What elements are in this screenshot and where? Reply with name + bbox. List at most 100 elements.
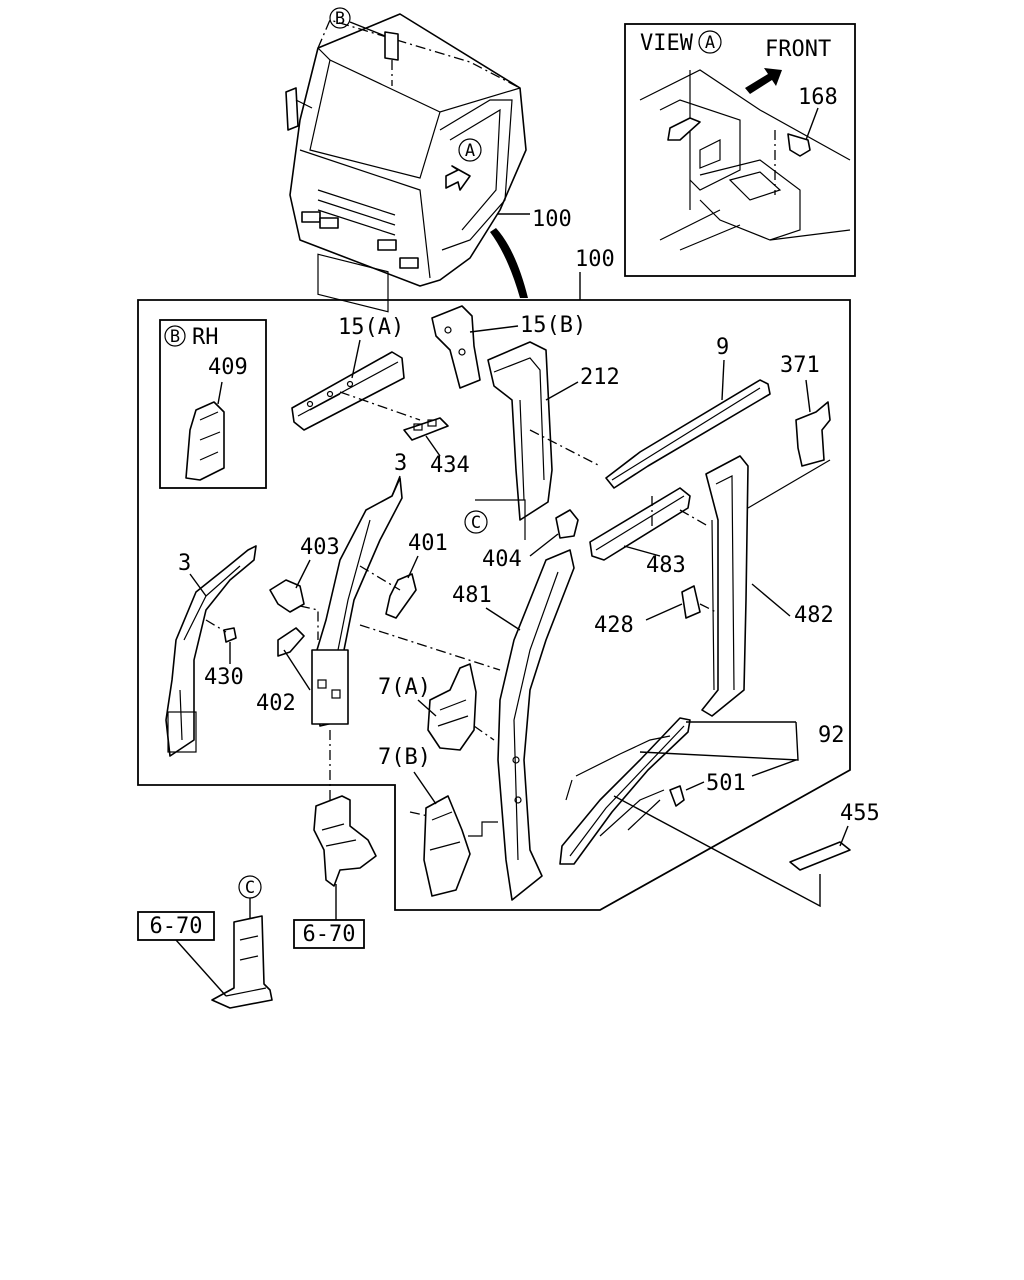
part-430-dashline — [205, 619, 227, 633]
part-3-dashline — [359, 624, 501, 671]
part-482-leader — [751, 583, 791, 617]
part-402-leader — [283, 649, 311, 691]
part-7b-label: 7(B) — [378, 745, 431, 770]
part-428-label: 428 — [594, 613, 634, 638]
part-501-bracket — [751, 759, 797, 777]
part-481-leader — [485, 607, 521, 631]
part-401-dashline — [359, 565, 401, 591]
part-403-drawing — [269, 579, 305, 613]
part-3-upper-leader — [391, 475, 401, 497]
part-483-leader — [623, 545, 661, 557]
part-212-ref-line — [475, 499, 526, 540]
view-a-marker-circle — [698, 30, 722, 54]
part-7a-drawing — [427, 663, 477, 751]
part-9-label: 9 — [716, 335, 729, 360]
inset-rh-marker-circle — [164, 325, 186, 347]
part-430-drawing — [223, 627, 237, 643]
part-428-drawing — [681, 585, 701, 619]
part-455-label: 455 — [840, 801, 880, 826]
ref-box-1-leader — [175, 939, 227, 997]
inset-rh-side: RH — [192, 325, 219, 350]
part-7b-dashline — [409, 811, 429, 817]
part-212-label: 212 — [580, 365, 620, 390]
part-501-drawing — [669, 785, 685, 807]
part-404-leader — [529, 533, 559, 557]
part-455-drawing — [789, 841, 851, 871]
lower-bracket-drawing — [313, 795, 377, 887]
part-212-dashline — [529, 429, 601, 467]
part-15a-leader — [351, 339, 361, 379]
part-15b-drawing — [431, 305, 481, 389]
part-403-leader — [295, 559, 311, 589]
cab-marker-b: B — [335, 9, 345, 29]
part-92-bracket — [639, 721, 799, 761]
part-481-label: 481 — [452, 583, 492, 608]
part-15a-drawing — [291, 351, 405, 431]
part-430-label: 430 — [204, 665, 244, 690]
part-401-leader — [407, 555, 419, 579]
part-428-leader — [645, 603, 683, 621]
ref-box-2-label[interactable]: 6-70 — [303, 922, 356, 947]
part-455-ref-line — [613, 795, 821, 908]
part-15a-label: 15(A) — [338, 315, 404, 340]
part-7a-label: 7(A) — [378, 675, 431, 700]
part-404-label: 404 — [482, 547, 522, 572]
part-482-drawing — [701, 455, 749, 717]
part-401-drawing — [385, 573, 417, 619]
part-212-leader — [545, 381, 579, 401]
part-434-label: 434 — [430, 453, 470, 478]
part-483-label: 483 — [646, 553, 686, 578]
bolt-168-label: 168 — [798, 85, 838, 110]
part-404-drawing — [555, 509, 579, 539]
inset-rh-frame — [159, 319, 267, 489]
ref-box-2[interactable] — [293, 919, 365, 949]
part-434-leader — [425, 435, 441, 457]
part-7b-leader — [413, 771, 437, 805]
lower-left-bracket-drawing — [211, 915, 273, 1009]
part-7b-ref-line — [468, 821, 498, 837]
part-483-drawing — [589, 487, 691, 561]
cab-label-100: 100 — [532, 207, 572, 232]
marker-c: C — [471, 513, 481, 533]
part-15b-leader — [469, 325, 519, 333]
part-3-left-drawing — [165, 545, 257, 757]
part-15a-dashline — [339, 391, 421, 421]
part-401-label: 401 — [408, 531, 448, 556]
part-483-dashline-2 — [679, 509, 709, 527]
view-a-content: VIEW A FRONT 168 — [639, 30, 851, 251]
part-7a-dashline — [473, 725, 495, 741]
cab-marker-a-circle — [458, 138, 482, 162]
part-3-upper-label: 3 — [394, 451, 407, 476]
view-a-frame — [624, 23, 856, 277]
part-3-left-label: 3 — [178, 551, 191, 576]
part-455-leader — [839, 825, 849, 847]
assembly-label-100: 100 — [575, 247, 615, 272]
part-403-dashline — [299, 605, 319, 640]
view-a-marker: A — [705, 33, 715, 53]
part-15b-label: 15(B) — [520, 313, 586, 338]
part-212-drawing — [487, 341, 553, 521]
part-3-left-leader — [189, 573, 207, 597]
part-371-leader — [805, 379, 811, 413]
ref-box-1-label[interactable]: 6-70 — [150, 914, 203, 939]
part-402-label: 402 — [256, 691, 296, 716]
part-402-drawing — [277, 627, 305, 657]
part-371-label: 371 — [780, 353, 820, 378]
part-371-ref-line — [747, 459, 831, 509]
assembly-pointer — [490, 228, 528, 298]
truck-cab-illustration — [285, 13, 527, 313]
front-label: FRONT — [765, 37, 831, 62]
cab-marker-a: A — [465, 141, 475, 161]
inset-rh-marker: B — [170, 327, 180, 347]
part-482-label: 482 — [794, 603, 834, 628]
marker-c-circle — [464, 510, 488, 534]
part-7a-leader — [417, 699, 437, 717]
part-9-leader — [721, 359, 725, 401]
assembly-frame — [137, 299, 851, 911]
front-arrow-icon — [745, 68, 782, 94]
part-501-leader — [685, 781, 705, 791]
view-a-title: VIEW — [640, 31, 694, 56]
part-409-drawing — [185, 401, 225, 481]
part-409-leader — [217, 381, 223, 405]
